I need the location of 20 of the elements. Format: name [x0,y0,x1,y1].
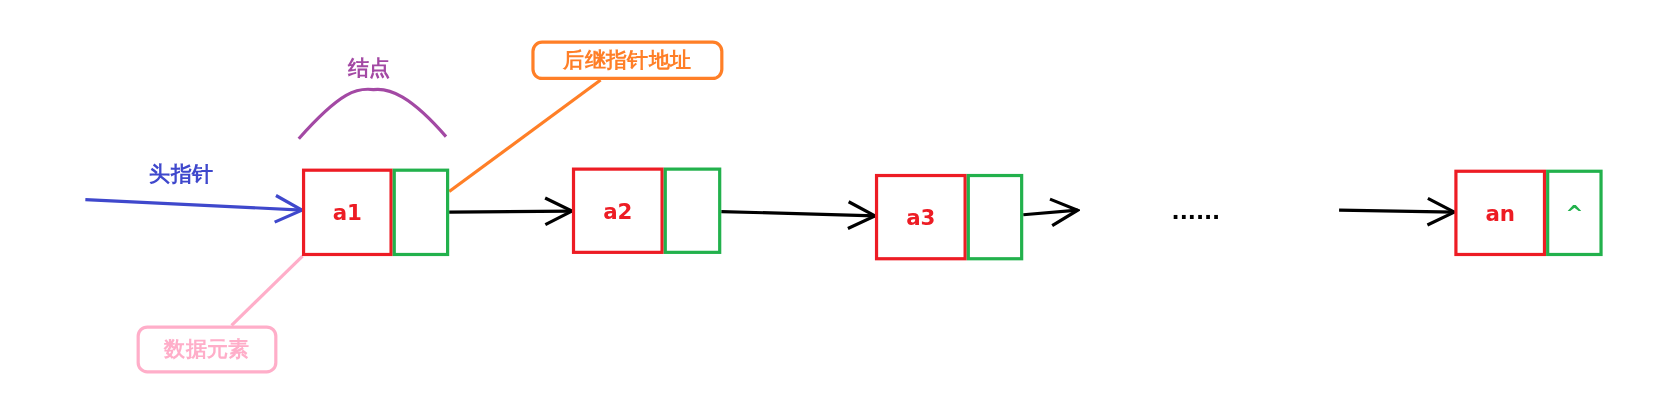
leader-line [448,78,602,193]
data-cell: a1 [301,168,393,257]
node-caption: 结点 [347,53,391,83]
callout-box: 后继指针地址 [531,40,724,81]
pointer-cell [392,168,450,257]
arrow [85,193,304,224]
arrow [1023,197,1080,228]
pointer-cell [663,167,722,254]
arrow [1339,196,1456,227]
data-cell: a3 [874,173,967,261]
data-cell: a2 [571,167,664,254]
pointer-cell [966,173,1024,261]
edge-label: 头指针 [149,160,214,189]
leader-line [230,254,304,327]
ellipsis: ...... [1171,198,1221,225]
arrow [721,200,877,231]
arrow [449,196,574,227]
pointer-cell: ^ [1546,169,1603,257]
data-cell: an [1454,169,1547,257]
callout-box: 数据元素 [136,325,278,374]
